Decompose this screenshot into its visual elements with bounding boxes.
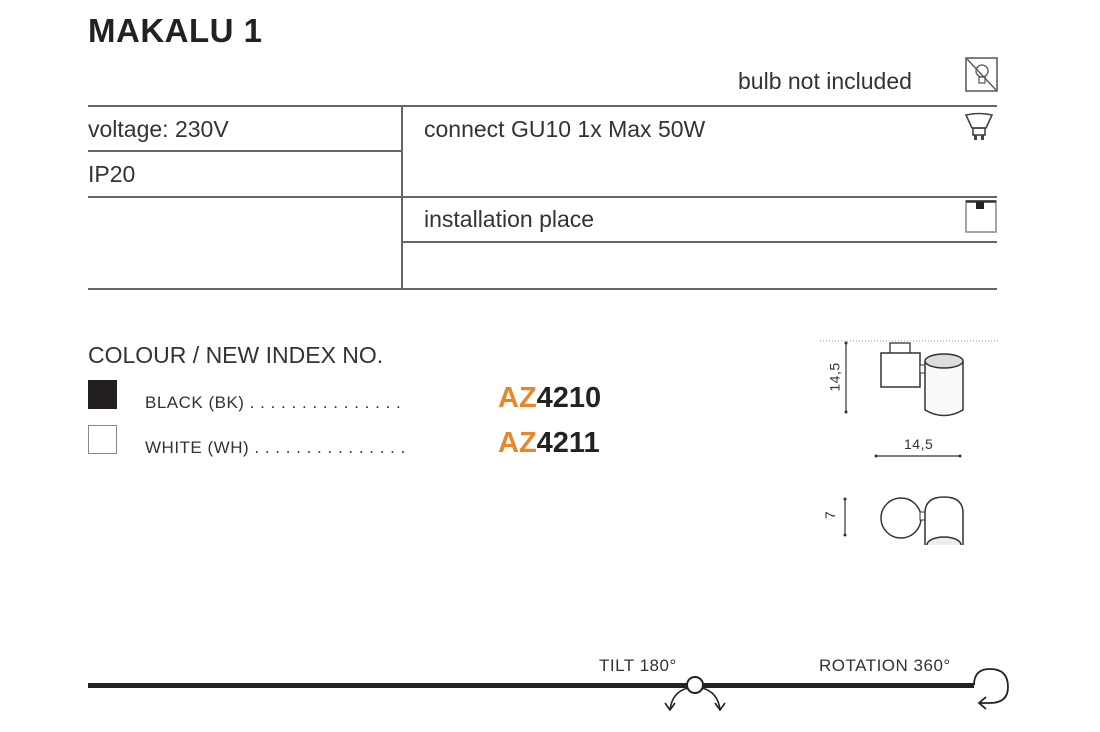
- connect-spec: connect GU10 1x Max 50W: [424, 116, 706, 142]
- voltage-spec: voltage: 230V: [88, 116, 229, 142]
- ip-spec: IP20: [88, 161, 136, 187]
- dimension-drawing: [820, 340, 1000, 545]
- colour-label-white: WHITE (WH) . . . . . . . . . . . . . . .: [145, 438, 406, 457]
- product-title: MAKALU 1: [88, 12, 263, 49]
- rotation-icon: [973, 668, 1009, 710]
- divider: [88, 105, 997, 107]
- no-bulb-icon: [965, 57, 998, 92]
- installation-spec: installation place: [424, 206, 595, 232]
- rotation-label: ROTATION 360°: [819, 656, 951, 675]
- height-dimension: 14,5: [826, 362, 843, 392]
- bulb-note: bulb not included: [738, 68, 912, 94]
- black-swatch: [88, 380, 117, 409]
- divider: [88, 150, 402, 152]
- divider: [88, 196, 402, 198]
- index-code-white: AZ4211: [498, 427, 600, 459]
- gu10-bulb-icon: [964, 112, 994, 140]
- index-code-black: AZ4210: [498, 382, 602, 414]
- divider: [402, 196, 997, 198]
- width-dimension: 14,5: [904, 436, 934, 452]
- ceiling-install-icon: [965, 200, 997, 233]
- white-swatch: [88, 425, 117, 454]
- divider: [88, 288, 997, 290]
- colour-heading: COLOUR / NEW INDEX NO.: [88, 342, 384, 368]
- colour-label-black: BLACK (BK) . . . . . . . . . . . . . . .: [145, 393, 402, 412]
- feature-bar: [88, 683, 974, 688]
- tilt-label: TILT 180°: [599, 656, 677, 675]
- divider: [402, 241, 997, 243]
- tilt-icon: [664, 676, 726, 712]
- depth-dimension: 7: [822, 510, 839, 520]
